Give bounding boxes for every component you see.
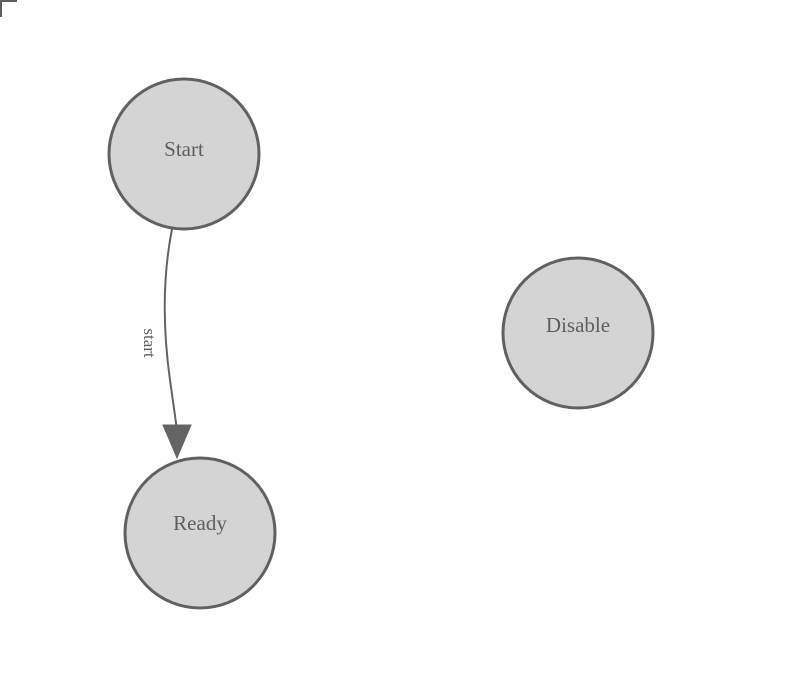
node-ready-label: Ready: [173, 511, 227, 535]
node-ready-circle[interactable]: [123, 456, 277, 610]
arrowhead-icon: [162, 424, 192, 460]
corner-mark: [0, 0, 17, 17]
node-ready[interactable]: Ready: [123, 456, 277, 610]
edge-start-to-ready[interactable]: start: [140, 228, 192, 460]
node-disable-circle[interactable]: [501, 256, 655, 410]
node-disable[interactable]: Disable: [501, 256, 655, 410]
node-start-circle[interactable]: [107, 77, 261, 231]
node-disable-label: Disable: [546, 313, 610, 337]
node-start[interactable]: Start: [107, 77, 261, 231]
edge-path-start-to-ready: [163, 228, 178, 431]
edge-label-start: start: [140, 328, 159, 358]
node-start-label: Start: [164, 137, 204, 161]
